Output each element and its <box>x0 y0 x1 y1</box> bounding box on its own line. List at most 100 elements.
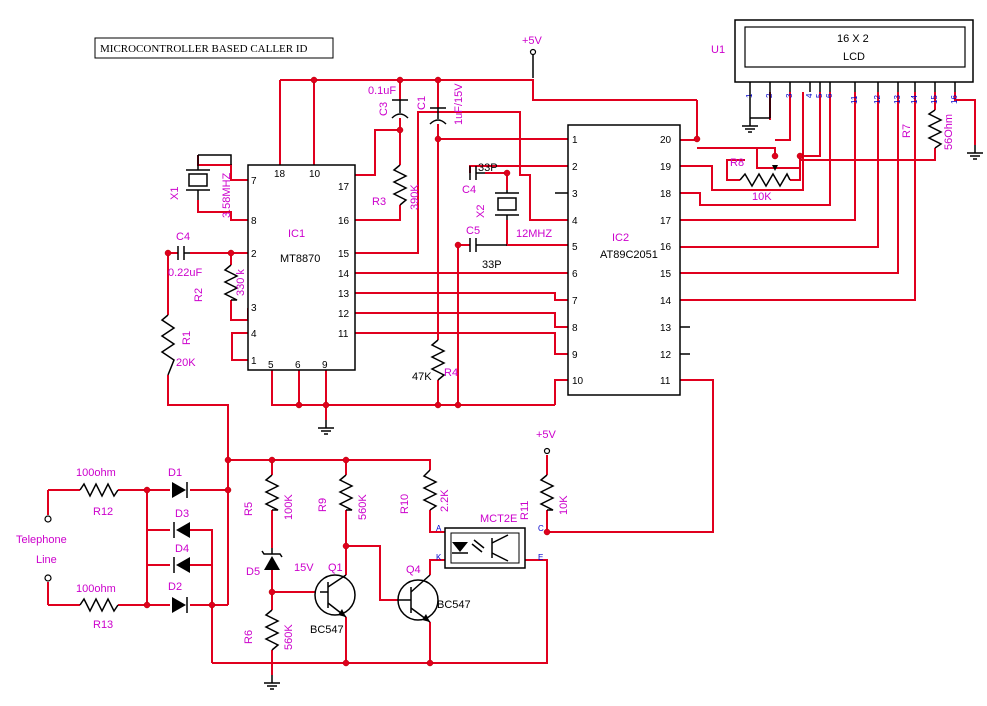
svg-text:12: 12 <box>338 309 350 320</box>
svg-text:13: 13 <box>893 95 902 104</box>
svg-text:D5: D5 <box>246 566 260 578</box>
svg-text:100ohm: 100ohm <box>76 583 116 595</box>
svg-text:14: 14 <box>338 269 350 280</box>
svg-text:20K: 20K <box>176 357 196 369</box>
svg-text:10K: 10K <box>752 191 772 203</box>
svg-text:5: 5 <box>268 360 274 371</box>
svg-text:14: 14 <box>910 95 919 104</box>
svg-text:13: 13 <box>338 289 350 300</box>
r2-resistor: R2 330 k <box>193 264 247 302</box>
vcc-bottom: +5V <box>536 429 557 455</box>
svg-text:C: C <box>538 524 544 533</box>
svg-text:R3: R3 <box>372 196 386 208</box>
lcd-pin-labels: 1 2 3 4 5 6 11 12 13 14 15 16 <box>745 93 959 104</box>
c4-top-capacitor: 33P C4 <box>462 162 498 196</box>
r9-resistor: R9 560K <box>317 474 369 520</box>
svg-text:16: 16 <box>950 95 959 104</box>
svg-text:15V: 15V <box>294 562 314 574</box>
svg-text:33P: 33P <box>482 259 502 271</box>
svg-text:R10: R10 <box>399 494 411 514</box>
q4-transistor: Q4 BC547 <box>397 564 471 623</box>
svg-text:19: 19 <box>660 162 672 173</box>
r5-resistor: R5 100K <box>243 474 295 520</box>
r13-resistor: 100ohm R13 <box>76 583 119 631</box>
svg-text:X1: X1 <box>169 187 181 200</box>
svg-text:R6: R6 <box>243 630 255 644</box>
svg-text:5: 5 <box>815 93 824 98</box>
svg-text:10: 10 <box>309 169 321 180</box>
r3-resistor: R3 390K <box>372 164 421 210</box>
svg-text:7: 7 <box>251 176 257 187</box>
svg-text:R4: R4 <box>444 367 458 379</box>
svg-text:R5: R5 <box>243 502 255 516</box>
svg-text:2.2K: 2.2K <box>439 489 451 512</box>
svg-text:D4: D4 <box>175 543 189 555</box>
svg-text:560K: 560K <box>357 494 369 520</box>
r11-resistor: R11 10K <box>519 474 570 520</box>
r4-resistor: 47K R4 <box>412 339 458 383</box>
title-box: MICROCONTROLLER BASED CALLER ID <box>94 37 334 59</box>
svg-text:15: 15 <box>338 249 350 260</box>
x1-crystal: X1 3.58MHZ <box>169 154 233 218</box>
svg-text:R8: R8 <box>730 157 744 169</box>
svg-text:16: 16 <box>660 242 672 253</box>
svg-text:10K: 10K <box>558 495 570 515</box>
junctions <box>143 76 804 667</box>
svg-text:11: 11 <box>850 95 859 104</box>
svg-text:C3: C3 <box>378 102 390 116</box>
svg-text:D1: D1 <box>168 467 182 479</box>
svg-text:20: 20 <box>660 135 672 146</box>
svg-text:1: 1 <box>572 135 578 146</box>
ic1-mt8870: IC1 MT8870 7 8 2 3 4 1 17 16 15 14 13 12… <box>247 164 356 371</box>
svg-text:D2: D2 <box>168 581 182 593</box>
svg-text:R12: R12 <box>93 506 113 518</box>
svg-text:E: E <box>538 553 543 562</box>
svg-text:8: 8 <box>251 216 257 227</box>
svg-text:17: 17 <box>660 216 672 227</box>
mct2e-optocoupler: MCT2E A K C E <box>436 513 544 569</box>
svg-text:9: 9 <box>572 350 578 361</box>
svg-text:560K: 560K <box>283 624 295 650</box>
svg-text:R2: R2 <box>193 288 205 302</box>
svg-text:MCT2E: MCT2E <box>480 513 517 525</box>
svg-text:K: K <box>436 553 442 562</box>
svg-text:D3: D3 <box>175 508 189 520</box>
svg-text:R9: R9 <box>317 498 329 512</box>
lcd-type-label: LCD <box>843 51 865 63</box>
r7-resistor: R7 56Ohm <box>901 109 955 150</box>
svg-text:0.22uF: 0.22uF <box>168 267 203 279</box>
svg-text:33P: 33P <box>478 162 498 174</box>
svg-text:6: 6 <box>295 360 301 371</box>
svg-text:Line: Line <box>36 554 57 566</box>
svg-text:IC1: IC1 <box>288 228 305 240</box>
svg-text:18: 18 <box>660 189 672 200</box>
svg-text:MT8870: MT8870 <box>280 253 320 265</box>
d5-zener: D5 15V <box>246 548 314 578</box>
r12-resistor: 100ohm R12 <box>76 467 119 518</box>
svg-text:BC547: BC547 <box>310 624 344 636</box>
svg-text:Q1: Q1 <box>328 562 343 574</box>
lcd-size-label: 16 X 2 <box>837 33 869 45</box>
r1-resistor: R1 20K <box>160 314 196 376</box>
svg-text:6: 6 <box>572 269 578 280</box>
svg-text:9: 9 <box>322 360 328 371</box>
svg-text:1: 1 <box>251 356 257 367</box>
svg-text:A: A <box>436 524 442 533</box>
svg-text:C4: C4 <box>176 231 190 243</box>
svg-text:3: 3 <box>572 189 578 200</box>
svg-text:47K: 47K <box>412 371 432 383</box>
svg-text:6: 6 <box>825 93 834 98</box>
svg-text:0.1uF: 0.1uF <box>368 85 396 97</box>
svg-text:16: 16 <box>338 216 350 227</box>
svg-text:2: 2 <box>251 249 257 260</box>
svg-text:330 k: 330 k <box>235 269 247 296</box>
svg-text:12: 12 <box>873 95 882 104</box>
svg-text:X2: X2 <box>475 205 487 218</box>
x2-crystal: X2 12MHZ <box>475 190 552 240</box>
svg-text:3: 3 <box>785 93 794 98</box>
svg-text:56Ohm: 56Ohm <box>943 114 955 150</box>
svg-text:17: 17 <box>338 182 350 193</box>
svg-text:12: 12 <box>660 350 672 361</box>
svg-text:18: 18 <box>274 169 286 180</box>
